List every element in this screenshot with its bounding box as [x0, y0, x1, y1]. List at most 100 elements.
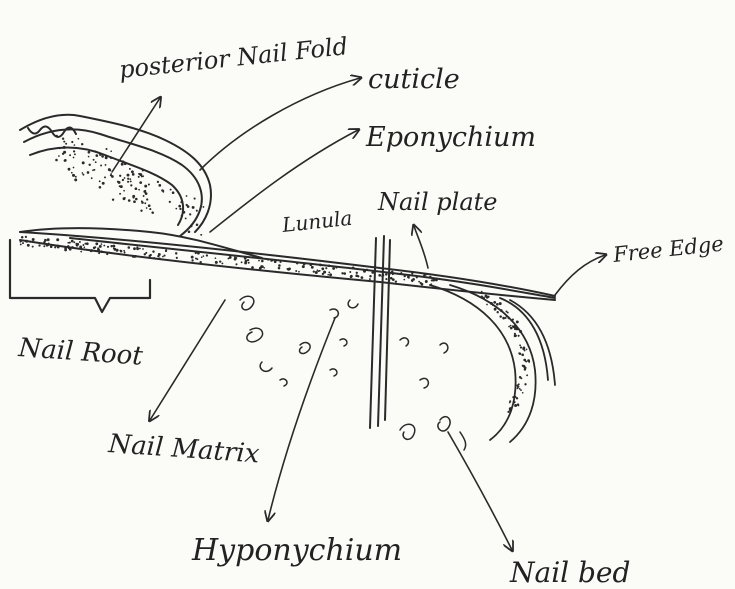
stipple-dot — [279, 261, 281, 263]
stipple-dot — [235, 263, 237, 265]
stipple-dot — [520, 346, 522, 348]
stipple-dot — [132, 173, 135, 176]
stipple-dot — [95, 161, 97, 163]
stipple-dot — [81, 143, 83, 145]
stipple-dot — [400, 272, 402, 274]
stipple-dot — [82, 244, 84, 246]
stipple-dot — [123, 190, 125, 192]
stipple-dot — [180, 201, 182, 203]
stipple-dot — [121, 163, 124, 166]
stipple-dot — [329, 273, 332, 276]
stipple-dot — [47, 238, 50, 241]
stipple-dot — [72, 174, 75, 177]
stipple-dot — [141, 176, 143, 178]
stipple-dot — [105, 164, 107, 166]
stipple-dot — [391, 271, 394, 274]
stipple-dot — [327, 274, 329, 276]
stipple-dot — [235, 257, 237, 259]
stipple-dot — [408, 277, 410, 279]
stipple-dot — [159, 258, 161, 260]
stipple-dot — [172, 191, 175, 194]
stipple-dot — [313, 270, 315, 272]
stipple-dot — [69, 154, 71, 156]
stipple-dot — [516, 328, 519, 331]
stipple-dot — [518, 335, 520, 337]
stipple-dot — [123, 250, 125, 252]
stipple-dot — [128, 246, 131, 249]
label-lunula: Lunula — [280, 206, 353, 237]
stipple-dot — [152, 250, 154, 252]
stipple-dot — [119, 193, 121, 195]
stipple-dot — [138, 173, 140, 175]
stipple-dot — [133, 247, 136, 250]
stipple-dot — [245, 260, 248, 263]
stipple-dot — [91, 250, 93, 252]
stipple-dot — [259, 267, 261, 269]
stipple-dot — [124, 252, 126, 254]
stipple-dot — [119, 250, 121, 252]
stipple-dot — [21, 236, 24, 239]
stipple-dot — [131, 170, 134, 173]
stipple-dot — [510, 327, 512, 329]
stipple-dot — [93, 159, 95, 161]
stipple-dot — [196, 224, 199, 227]
stipple-dot — [516, 397, 518, 399]
stipple-dot — [117, 181, 119, 183]
stipple-dot — [169, 201, 171, 203]
stipple-dot — [404, 275, 406, 277]
stipple-dot — [145, 252, 147, 254]
stipple-dot — [295, 270, 297, 272]
stipple-dot — [100, 165, 102, 167]
label-free-edge: Free Edge — [611, 232, 725, 268]
label-nail-matrix: Nail Matrix — [107, 429, 261, 470]
stipple-dot — [508, 317, 510, 319]
stipple-dot — [75, 176, 77, 178]
stipple-dot — [56, 238, 59, 241]
stipple-dot — [55, 159, 58, 162]
stipple-dot — [192, 206, 195, 209]
stipple-dot — [349, 271, 351, 273]
stipple-dot — [267, 259, 269, 261]
stipple-dot — [175, 208, 177, 210]
stipple-dot — [244, 257, 247, 260]
stipple-dot — [202, 206, 204, 208]
stipple-dot — [120, 185, 123, 188]
label-nail-plate: Nail plate — [377, 188, 497, 216]
stipple-dot — [170, 189, 172, 191]
stipple-dot — [403, 279, 405, 281]
stipple-dot — [429, 276, 432, 279]
stipple-dot — [127, 174, 130, 177]
stipple-dot — [124, 177, 126, 179]
stipple-dot — [43, 241, 45, 243]
stipple-dot — [123, 197, 126, 200]
stipple-dot — [311, 266, 314, 269]
stipple-dot — [151, 211, 154, 214]
stipple-dot — [182, 211, 185, 214]
stipple-dot — [128, 199, 131, 202]
stipple-dot — [175, 252, 177, 254]
stipple-dot — [20, 241, 22, 243]
stipple-dot — [132, 255, 135, 258]
stipple-dot — [526, 374, 528, 376]
stipple-dot — [50, 245, 53, 248]
stipple-dot — [494, 308, 497, 311]
stipple-dot — [522, 392, 524, 394]
stipple-dot — [58, 155, 60, 157]
stipple-dot — [362, 269, 364, 271]
stipple-dot — [500, 309, 503, 312]
stipple-dot — [425, 280, 428, 283]
stipple-dot — [127, 181, 129, 183]
stipple-dot — [57, 246, 60, 249]
stipple-dot — [150, 254, 152, 256]
stipple-dot — [110, 150, 112, 152]
nail-plate-drawing — [20, 232, 555, 300]
stipple-dot — [62, 137, 64, 139]
stipple-dot — [71, 246, 74, 249]
stipple-dot — [519, 330, 522, 333]
stipple-dot — [165, 250, 167, 252]
stipple-dot — [523, 359, 526, 362]
stipple-dot — [84, 243, 86, 245]
stipple-dot — [352, 267, 355, 270]
stipple-dot — [325, 267, 327, 269]
stipple-dot — [91, 177, 93, 179]
